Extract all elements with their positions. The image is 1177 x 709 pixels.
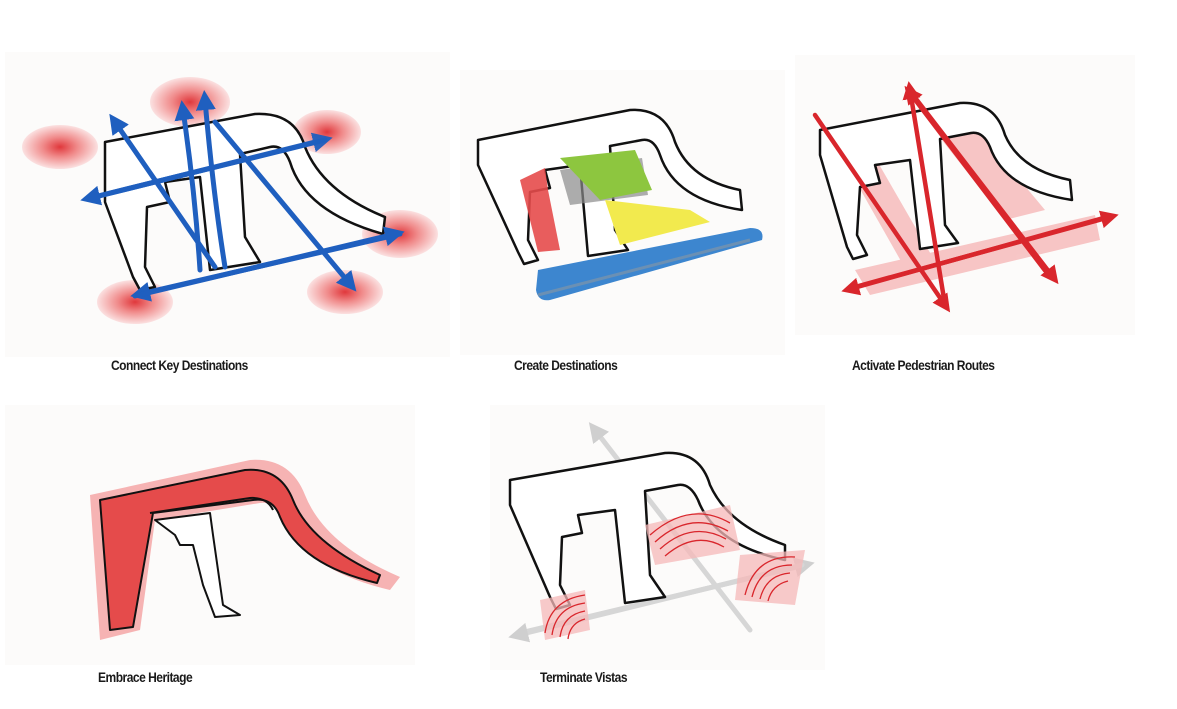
caption-connect-key-destinations: Connect Key Destinations (111, 357, 248, 373)
panel-embrace-heritage (5, 405, 415, 665)
building-outline (818, 101, 1074, 261)
panel-activate-pedestrian-routes (795, 55, 1135, 335)
panel-create-destinations (460, 70, 785, 355)
panel-terminate-vistas (490, 405, 825, 670)
building-outline (154, 512, 241, 618)
connection-arrows (80, 90, 405, 302)
pedestrian-arrows (812, 81, 1119, 313)
create-diagram (476, 108, 763, 301)
caption-activate-pedestrian-routes: Activate Pedestrian Routes (852, 357, 995, 373)
vistas-diagram (508, 422, 815, 643)
destination-node (150, 77, 230, 127)
activate-diagram (812, 81, 1119, 313)
connect-diagram (22, 77, 438, 324)
heritage-footprint (90, 459, 400, 640)
caption-terminate-vistas: Terminate Vistas (540, 669, 628, 685)
vista-terminus (540, 505, 805, 640)
destination-node (22, 125, 98, 169)
destination-node (307, 270, 383, 314)
heritage-diagram (90, 459, 400, 640)
caption-embrace-heritage: Embrace Heritage (98, 669, 193, 685)
caption-create-destinations: Create Destinations (514, 357, 618, 373)
panel-connect-key-destinations (5, 52, 450, 357)
destination-shapes (520, 150, 763, 301)
